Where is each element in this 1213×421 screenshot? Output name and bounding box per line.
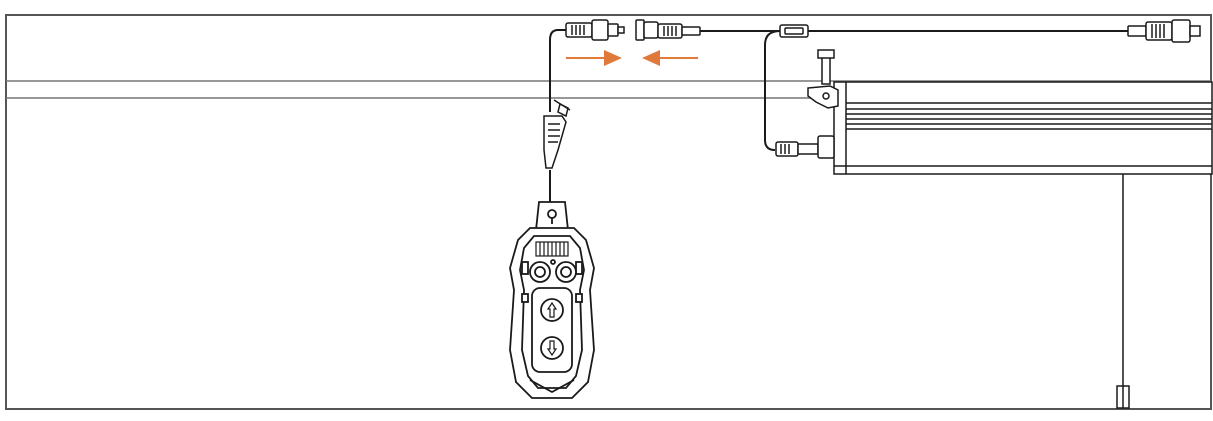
cables bbox=[549, 29, 1128, 202]
pendant-controller bbox=[509, 201, 595, 399]
down-button[interactable] bbox=[540, 336, 564, 360]
drop-rod bbox=[1116, 174, 1130, 409]
inline-adapter bbox=[543, 99, 571, 169]
connector-junction bbox=[779, 24, 809, 38]
up-button[interactable] bbox=[540, 298, 564, 322]
grip-texture bbox=[535, 241, 569, 257]
connector-right-end bbox=[1127, 19, 1201, 43]
connector-middle-female bbox=[635, 19, 701, 41]
connector-motor bbox=[775, 135, 835, 159]
mounting-bracket bbox=[807, 49, 839, 109]
down-arrow-icon bbox=[546, 340, 558, 357]
up-arrow-icon bbox=[546, 301, 558, 318]
frame bbox=[5, 14, 1212, 410]
connector-left-male bbox=[565, 19, 625, 41]
motor-housing bbox=[833, 81, 1213, 175]
